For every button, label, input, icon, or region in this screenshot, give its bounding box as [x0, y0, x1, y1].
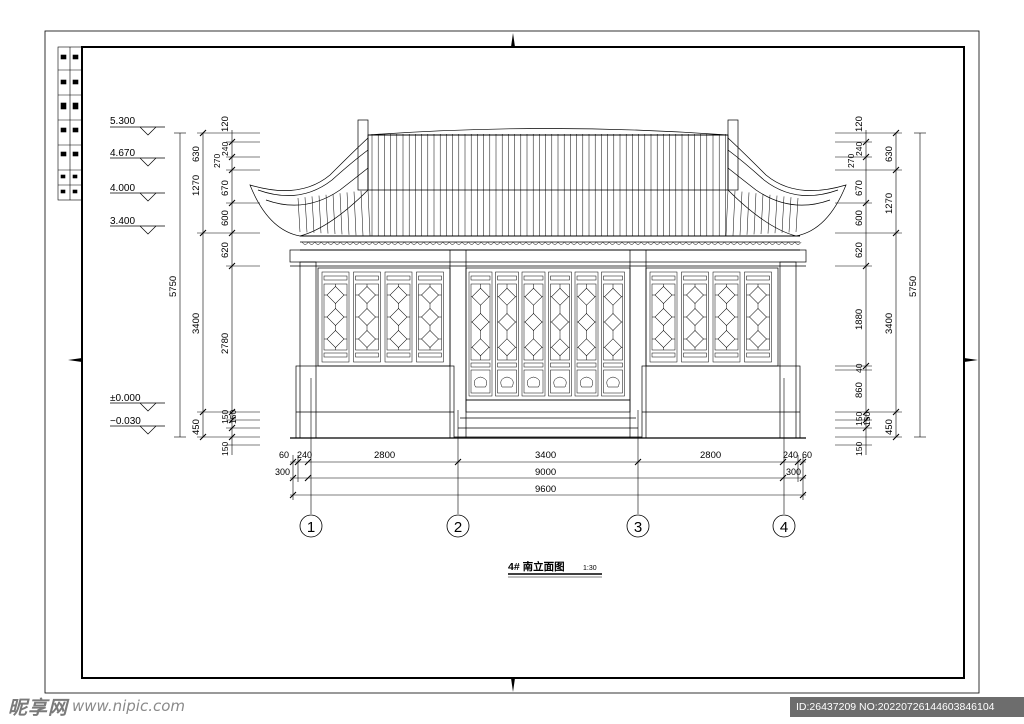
level-markers: [110, 126, 165, 435]
axis-4: 4: [780, 519, 788, 536]
inner-frame: [81, 46, 965, 679]
left-seg-670: 670: [220, 180, 231, 196]
right-dim-overall: 5750: [908, 276, 919, 297]
left-seg-630: 630: [191, 146, 202, 162]
left-dim-1270: 1270: [191, 175, 202, 196]
watermark-brand: 昵享网: [8, 697, 69, 719]
level-4000: 4.000: [110, 183, 135, 194]
right-seg-1880: 1880: [854, 309, 865, 330]
left-seg-120: 120: [220, 116, 231, 132]
left-dim-overall: 5750: [168, 276, 179, 297]
level-5300: 5.300: [110, 116, 135, 127]
building-elevation: [249, 119, 847, 439]
center-mark-left: [68, 358, 82, 362]
dim-240-left: 240: [297, 450, 312, 460]
bottom-dimension-lines: [289, 378, 807, 514]
axis-3: 3: [634, 519, 642, 536]
outer-frame: [44, 30, 980, 694]
right-seg-670: 670: [854, 180, 865, 196]
axis-1: 1: [307, 519, 315, 536]
left-seg-270: 270: [212, 154, 222, 168]
right-seg-40: 40: [854, 363, 864, 373]
drawing-title: 4# 南立面图: [508, 560, 565, 573]
level-3400: 3.400: [110, 216, 135, 227]
right-seg-120: 120: [854, 116, 865, 132]
lattice-windows: [321, 271, 772, 397]
dim-60-left: 60: [279, 450, 289, 460]
left-seg-2780: 2780: [220, 333, 231, 354]
left-dim-450: 450: [191, 419, 202, 435]
right-dim-1270: 1270: [884, 193, 895, 214]
right-dim-630: 630: [884, 146, 895, 162]
dim-9000: 9000: [535, 467, 556, 478]
dim-240-right: 240: [783, 450, 798, 460]
dim-2800-right: 2800: [700, 450, 721, 461]
left-base-150b: 150: [228, 410, 238, 424]
axis-bubbles: [299, 514, 796, 538]
watermark-url: www.nipic.com: [72, 697, 186, 715]
level-minus0030: −0.030: [110, 416, 141, 427]
right-dim-3400: 3400: [884, 313, 895, 334]
dim-9600: 9600: [535, 484, 556, 495]
drawing-scale: 1:30: [583, 565, 597, 572]
right-seg-860: 860: [854, 382, 865, 398]
dim-3400-center: 3400: [535, 450, 556, 461]
right-dimension-lines: [835, 129, 926, 455]
level-0000: ±0.000: [110, 393, 141, 404]
right-seg-620: 620: [854, 242, 865, 258]
center-mark-bottom: [511, 678, 515, 692]
dim-300-left: 300: [275, 467, 290, 477]
dim-2800-left: 2800: [374, 450, 395, 461]
left-seg-620: 620: [220, 242, 231, 258]
left-seg-600: 600: [220, 210, 231, 226]
right-seg-600: 600: [854, 210, 865, 226]
left-base-150c: 150: [220, 442, 230, 456]
left-base-150a: 150: [220, 410, 230, 424]
axis-2: 2: [454, 519, 462, 536]
right-dim-450: 450: [884, 419, 895, 435]
left-seg-240: 240: [220, 142, 230, 156]
dim-60-right: 60: [802, 450, 812, 460]
left-dimension-lines: [174, 129, 260, 455]
center-mark-right: [964, 358, 978, 362]
right-seg-150b: 150: [862, 412, 872, 426]
right-seg-270: 270: [846, 154, 856, 168]
center-mark-top: [511, 33, 515, 47]
watermark-id: ID:26437209 NO:20220726144603846104: [790, 697, 1024, 717]
dim-300-right: 300: [786, 467, 801, 477]
left-dim-3400: 3400: [191, 313, 202, 334]
title-block: [57, 46, 83, 201]
right-seg-150a: 150: [854, 412, 864, 426]
right-seg-150c: 150: [854, 442, 864, 456]
right-seg-240: 240: [854, 142, 864, 156]
level-4670: 4.670: [110, 148, 135, 159]
